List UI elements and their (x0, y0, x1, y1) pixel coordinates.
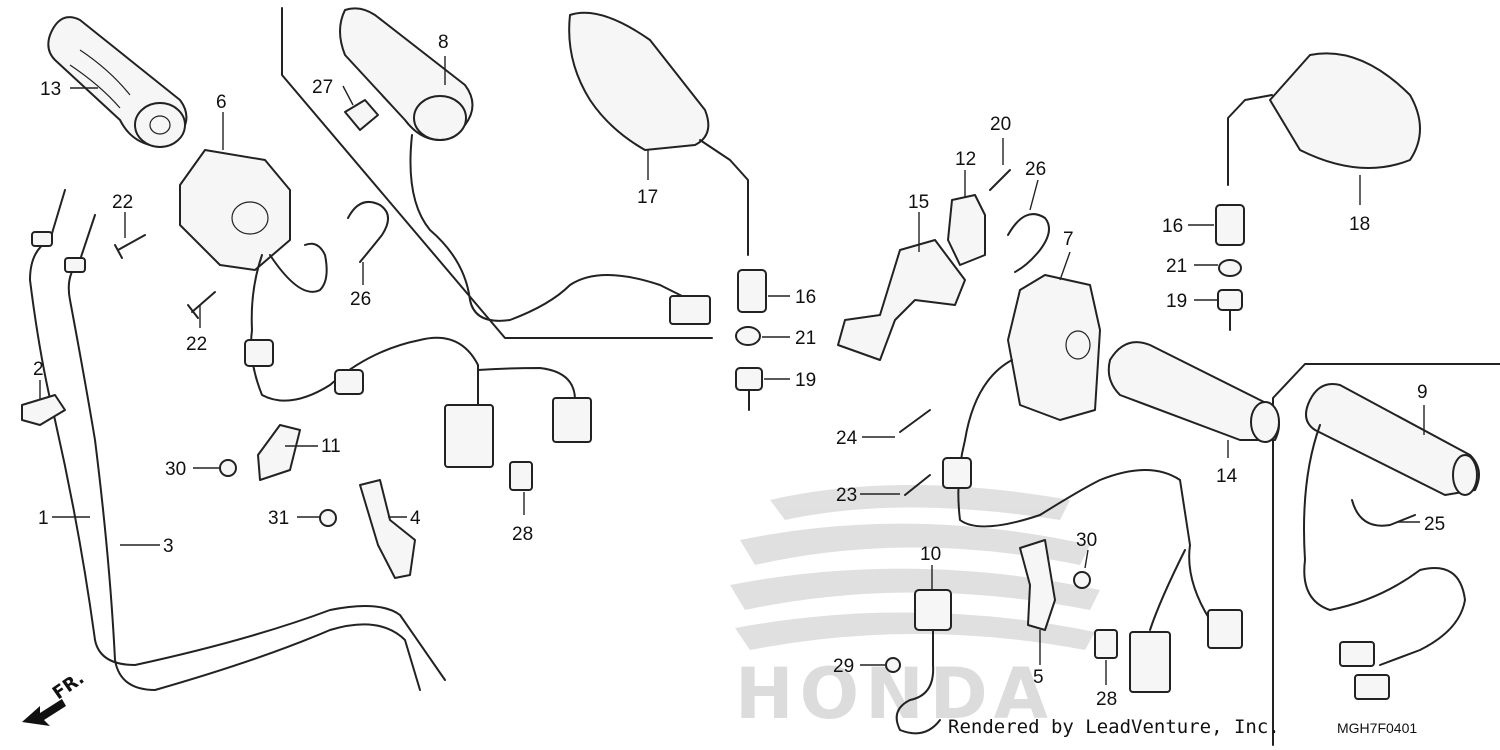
callout-30-left: 30 (165, 459, 186, 480)
callout-28-right: 28 (1096, 689, 1117, 710)
callout-14: 14 (1216, 466, 1238, 487)
callout-17: 17 (637, 187, 658, 208)
callout-2: 2 (33, 359, 44, 380)
callout-12: 12 (955, 149, 976, 170)
diagram-code: MGH7F0401 (1337, 720, 1417, 736)
callout-1: 1 (38, 508, 49, 529)
callout-26-right: 26 (1025, 159, 1046, 180)
callout-28-left: 28 (512, 524, 533, 545)
throttle-cables-1-3 (29, 189, 446, 691)
front-arrow-icon (22, 699, 66, 726)
callout-10: 10 (920, 544, 941, 565)
bracket-15-12 (837, 169, 1011, 361)
left-switch-6 (179, 149, 592, 468)
grip-8-assembly (339, 7, 711, 325)
leader-lines (39, 56, 1425, 685)
callout-21-left: 21 (795, 328, 816, 349)
callout-3: 3 (163, 536, 174, 557)
callout-22-upper: 22 (112, 192, 133, 213)
grip-14 (1107, 341, 1280, 443)
front-direction: FR. (22, 668, 88, 726)
callout-5: 5 (1033, 667, 1044, 688)
callout-29: 29 (833, 656, 854, 677)
callout-25: 25 (1424, 514, 1445, 535)
callout-9: 9 (1417, 382, 1428, 403)
callout-23: 23 (836, 485, 857, 506)
callout-13: 13 (40, 79, 61, 100)
render-credit: Rendered by LeadVenture, Inc. (948, 716, 1280, 738)
callout-6: 6 (216, 92, 227, 113)
callout-11: 11 (321, 436, 341, 457)
left-grip-13 (47, 16, 188, 148)
bolts-23-24 (899, 409, 931, 496)
small-parts-30-31-11-4 (219, 424, 416, 579)
callout-16-left: 16 (795, 287, 816, 308)
callout-20: 20 (990, 114, 1011, 135)
mirror-18 (1227, 52, 1421, 186)
callout-19-right: 19 (1166, 291, 1187, 312)
switch-10 (885, 539, 1091, 735)
callout-7: 7 (1063, 229, 1074, 250)
callout-27: 27 (312, 77, 333, 98)
callout-8: 8 (438, 32, 449, 53)
mirror-17 (568, 11, 749, 256)
honda-wing-logo (730, 485, 1100, 650)
callout-24: 24 (836, 428, 858, 449)
callout-18: 18 (1349, 214, 1370, 235)
dividers (281, 7, 1500, 746)
clamp-26 (347, 201, 1050, 273)
stack-16-21-19-left (735, 269, 767, 411)
bolts-22 (114, 234, 216, 319)
callout-16-right: 16 (1162, 216, 1183, 237)
callout-26-left: 26 (350, 289, 371, 310)
callout-22-lower: 22 (186, 334, 207, 355)
callout-31: 31 (268, 508, 289, 529)
callout-21-right: 21 (1166, 256, 1187, 277)
callout-19-left: 19 (795, 370, 816, 391)
callout-30-right: 30 (1076, 530, 1097, 551)
callout-15: 15 (908, 192, 929, 213)
heated-grip-9 (1303, 383, 1480, 700)
stack-16-21-19-right (1215, 204, 1245, 331)
front-label: FR. (49, 668, 88, 704)
clip-2 (21, 394, 66, 426)
callout-4: 4 (410, 508, 421, 529)
connector-28 (509, 461, 1118, 659)
callout-labels: 13 6 22 22 2 1 3 30 11 31 4 27 8 26 28 1… (33, 32, 1445, 710)
